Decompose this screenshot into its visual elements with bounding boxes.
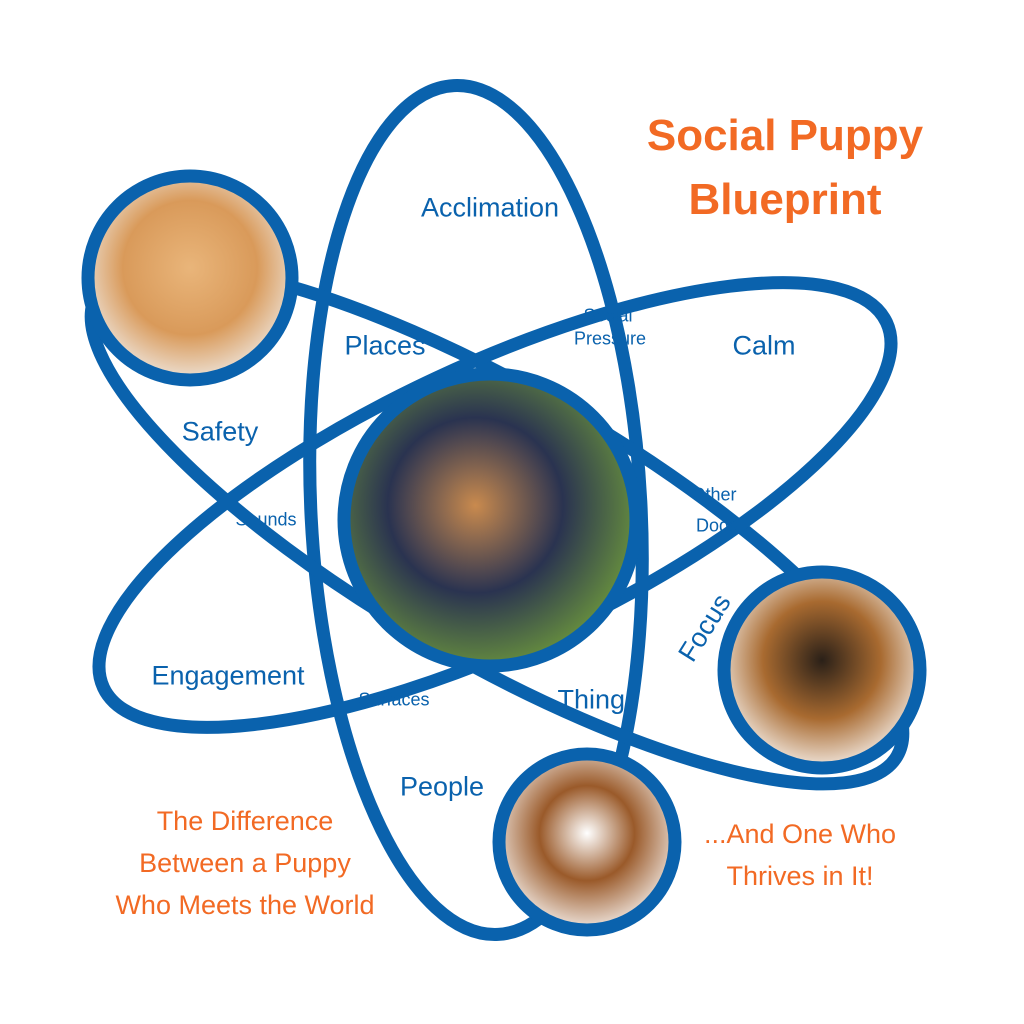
label-calm: Calm [732, 330, 796, 361]
photo-german-shepherd-puppy [717, 565, 927, 775]
tagline-left-2: Between a Puppy [139, 848, 351, 878]
title-line-2: Blueprint [688, 175, 882, 224]
label-other-dogs-2: Dogs [695, 515, 739, 536]
label-engagement: Engagement [151, 660, 305, 691]
label-surfaces: Surfaces [358, 689, 430, 710]
tagline-right-2: Thrives in It! [726, 861, 874, 891]
label-things: Things [557, 684, 639, 715]
label-social-1: Social [583, 305, 633, 326]
tagline-right-1: ...And One Who [703, 819, 897, 849]
tagline-left: The Difference Between a Puppy Who Meets… [85, 800, 405, 926]
title-line-1: Social Puppy [646, 111, 924, 160]
label-people: People [399, 771, 485, 802]
tagline-right: ...And One Who Thrives in It! [685, 813, 915, 897]
tagline-left-3: Who Meets the World [115, 890, 375, 920]
label-places: Places [344, 330, 426, 361]
center-photo-trainer-with-puppy [337, 367, 643, 673]
label-safety: Safety [181, 416, 259, 447]
photo-beagle-puppy [492, 747, 682, 937]
label-acclimation: Acclimation [420, 192, 560, 223]
tagline-left-1: The Difference [156, 806, 334, 836]
label-sounds: Sounds [235, 509, 297, 530]
label-other-dogs-1: Other [691, 484, 737, 505]
photo-golden-puppy [81, 169, 299, 387]
label-social-2: Pressure [573, 328, 647, 349]
